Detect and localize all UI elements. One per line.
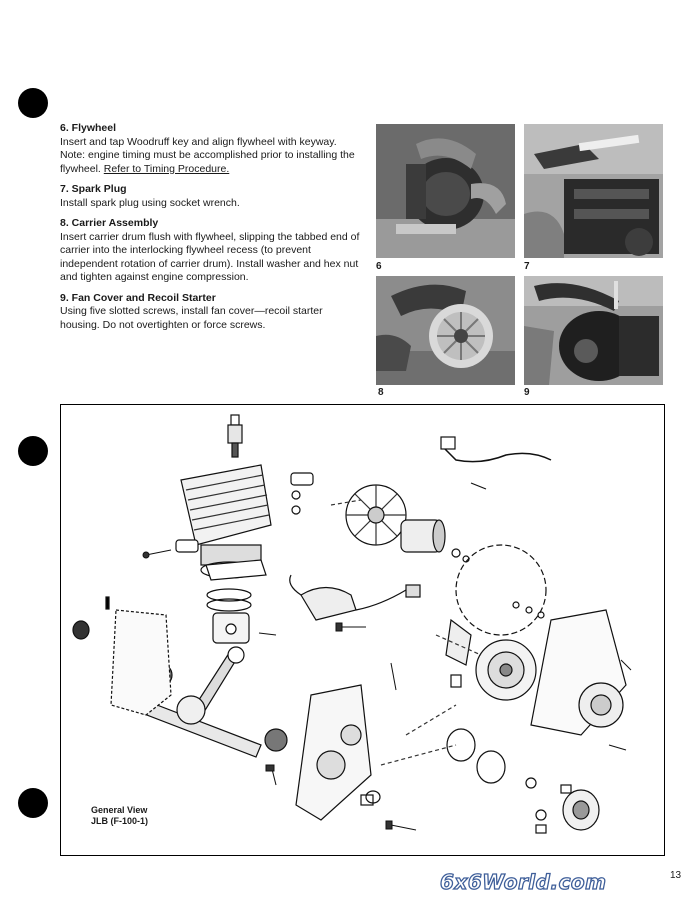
binder-hole-bottom xyxy=(18,788,48,818)
cylinder-part xyxy=(180,464,272,566)
instruction-steps: 6. Flywheel Insert and tap Woodruff key … xyxy=(60,122,360,339)
recoil-starter-part xyxy=(475,639,537,701)
step-body: Install spark plug using socket wrench. xyxy=(60,196,240,209)
step-body: Using five slotted screws, install fan c… xyxy=(60,305,323,331)
engine-exploded-view-diagram: General View JLB (F-100-1) xyxy=(60,404,665,856)
diagram-caption: General View JLB (F-100-1) xyxy=(91,805,148,827)
step-spark-plug: 7. Spark Plug Install spark plug using s… xyxy=(60,183,360,210)
fan-part xyxy=(345,484,407,546)
step-body: Insert and tap Woodruff key and align fl… xyxy=(60,135,355,175)
spark-plug-part xyxy=(227,414,243,458)
step-title: 6. Flywheel xyxy=(60,122,117,134)
binder-hole-top xyxy=(18,88,48,118)
photo-label: 7 xyxy=(524,261,530,272)
binder-hole-middle xyxy=(18,436,48,466)
spark-plug-photo xyxy=(524,124,663,258)
step-flywheel: 6. Flywheel Insert and tap Woodruff key … xyxy=(60,122,360,176)
step-carrier-assembly: 8. Carrier Assembly Insert carrier drum … xyxy=(60,217,360,285)
photo-label: 6 xyxy=(376,261,382,272)
site-watermark: 6x6World.com xyxy=(439,869,607,894)
step-title: 7. Spark Plug xyxy=(60,183,127,195)
caption-title: General View xyxy=(91,805,148,815)
caption-code: JLB (F-100-1) xyxy=(91,816,149,826)
step-fan-cover: 9. Fan Cover and Recoil Starter Using fi… xyxy=(60,292,360,333)
timing-procedure-reference: Refer to Timing Procedure. xyxy=(103,162,230,175)
photo-label: 9 xyxy=(524,387,530,398)
step-body: Insert carrier drum flush with flywheel,… xyxy=(60,230,360,284)
step-title: 8. Carrier Assembly xyxy=(60,217,159,229)
fan-cover-photo xyxy=(524,276,663,385)
piston-part xyxy=(212,612,250,644)
carrier-assembly-photo xyxy=(376,276,515,385)
photo-label: 8 xyxy=(378,387,384,398)
page-number: 13 xyxy=(670,870,682,881)
flywheel-photo xyxy=(376,124,515,258)
step-title: 9. Fan Cover and Recoil Starter xyxy=(60,291,216,304)
